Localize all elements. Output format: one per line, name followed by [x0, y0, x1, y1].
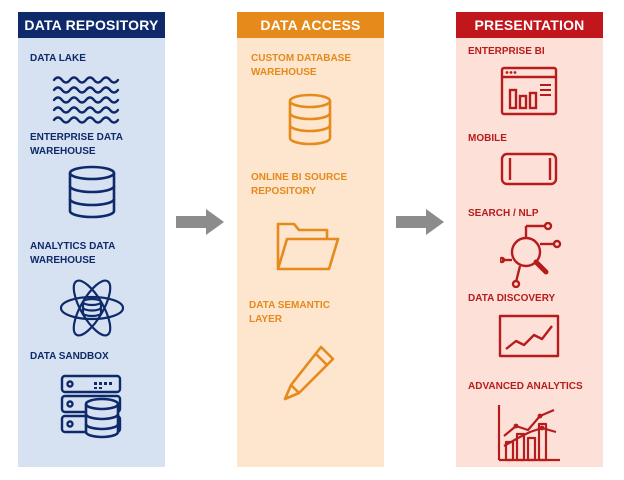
data-repository-header: DATA REPOSITORY: [18, 12, 165, 38]
presentation-header: PRESENTATION: [456, 12, 603, 38]
data-access-body: [237, 38, 384, 467]
magnifier-network-icon: [500, 222, 562, 288]
pencil-icon: [283, 345, 335, 401]
presentation-column: PRESENTATION ENTERPRISE BI MOBILE SEARCH…: [456, 12, 603, 467]
atom-database-icon: [59, 279, 125, 337]
data-repository-column: DATA REPOSITORY DATA LAKE ENTERPRISE DAT…: [18, 12, 165, 467]
data-access-header: DATA ACCESS: [237, 12, 384, 38]
database-icon: [68, 165, 116, 219]
data-lake-label: DATA LAKE: [30, 53, 86, 64]
presentation-body: [456, 38, 603, 467]
database-icon: [288, 93, 332, 146]
line-chart-icon: [498, 314, 560, 358]
bar-trend-chart-icon: [497, 405, 560, 462]
mobile-label: MOBILE: [468, 133, 507, 144]
flow-arrow-icon: [176, 209, 224, 235]
mobile-phone-icon: [500, 152, 558, 186]
folder-icon: [276, 222, 340, 271]
data-sandbox-label: DATA SANDBOX: [30, 351, 109, 362]
enterprise-bi-label: ENTERPRISE BI: [468, 46, 545, 57]
server-database-icon: [60, 374, 122, 439]
flow-arrow-icon: [396, 209, 444, 235]
custom-database-warehouse-label: CUSTOM DATABASE WAREHOUSE: [251, 53, 351, 78]
data-access-column: DATA ACCESS CUSTOM DATABASE WAREHOUSE ON…: [237, 12, 384, 467]
analytics-data-warehouse-label: ANALYTICS DATA WAREHOUSE: [30, 241, 116, 266]
search-nlp-label: SEARCH / NLP: [468, 208, 539, 219]
data-discovery-label: DATA DISCOVERY: [468, 293, 556, 304]
data-semantic-layer-label: DATA SEMANTIC LAYER: [249, 300, 330, 325]
enterprise-data-warehouse-label: ENTERPRISE DATA WAREHOUSE: [30, 132, 123, 157]
dashboard-window-icon: [500, 66, 558, 116]
advanced-analytics-label: ADVANCED ANALYTICS: [468, 381, 583, 392]
waves-icon: [52, 76, 120, 124]
online-bi-source-repository-label: ONLINE BI SOURCE REPOSITORY: [251, 172, 348, 197]
